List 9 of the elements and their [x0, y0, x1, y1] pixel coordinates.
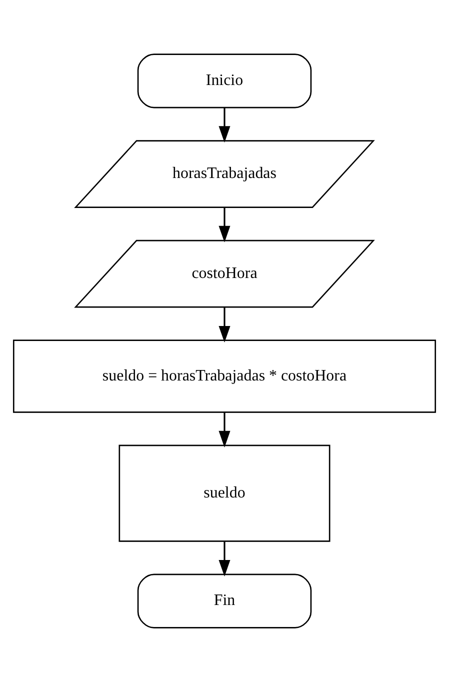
node-box: Fin [137, 573, 312, 628]
node-box: sueldo [118, 444, 330, 542]
arrow [218, 107, 230, 142]
arrow [218, 306, 230, 342]
arrow [218, 412, 230, 447]
arrow [218, 541, 230, 576]
node-box: sueldo = horasTrabajadas * costoHora [12, 339, 436, 412]
arrow [218, 207, 230, 242]
node-box: Inicio [137, 53, 312, 108]
